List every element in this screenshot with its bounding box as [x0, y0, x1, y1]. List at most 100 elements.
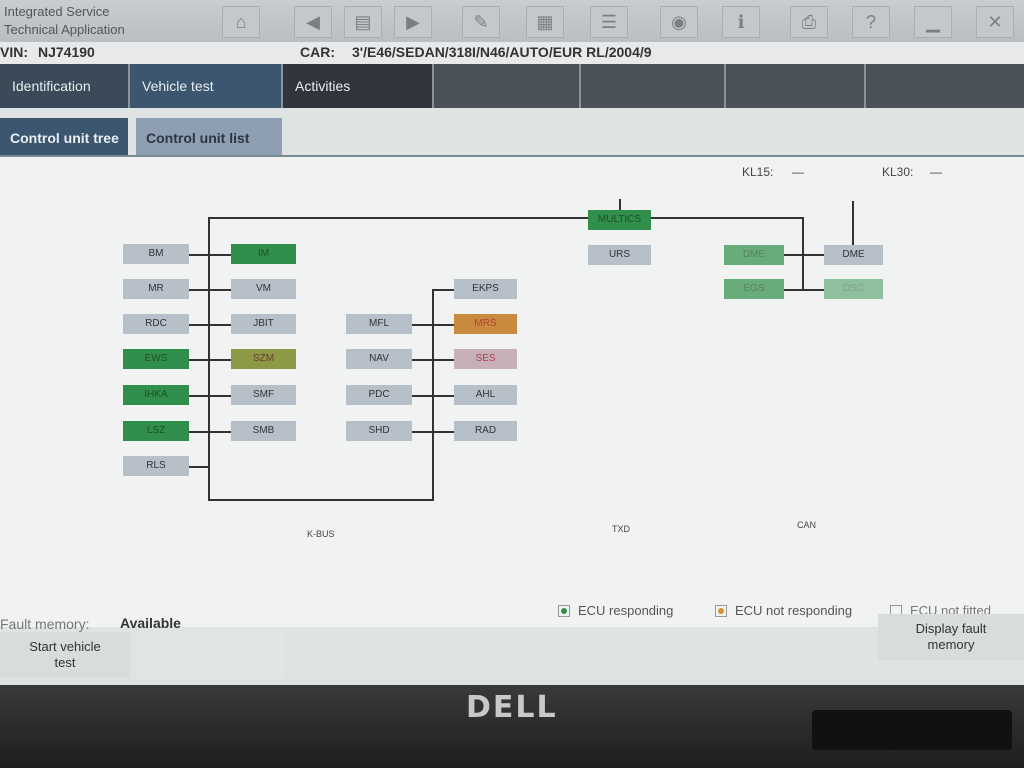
ecu-multics[interactable]: MULTICS	[588, 210, 651, 230]
ecu-vm[interactable]: VM	[231, 279, 296, 299]
fault-memory-value: Available	[120, 615, 181, 631]
ecu-shd[interactable]: SHD	[346, 421, 412, 441]
fault-memory-label: Fault memory:	[0, 616, 90, 632]
vin-label: VIN:	[0, 44, 28, 60]
close-icon[interactable]: ✕	[976, 6, 1014, 38]
ecu-dsc[interactable]: DSC	[824, 279, 883, 299]
kl30-value: —	[930, 165, 942, 179]
print-icon[interactable]: ⎙	[790, 6, 828, 38]
tab-empty-3[interactable]	[726, 64, 866, 108]
stub-ses	[433, 359, 454, 361]
display-fault-memory-line1: Display fault	[915, 621, 987, 636]
tab-identification[interactable]: Identification	[0, 64, 130, 108]
car-label: CAR:	[300, 44, 335, 60]
stub-nav	[412, 359, 433, 361]
ecu-dme-a[interactable]: DME	[724, 245, 784, 265]
ecu-jbit[interactable]: JBIT	[231, 314, 296, 334]
vehicle-info-bar: VIN: NJ74190 CAR: 3'/E46/SEDAN/318I/N46/…	[0, 42, 1024, 64]
ecu-ses[interactable]: SES	[454, 349, 517, 369]
stub-mr	[189, 289, 209, 291]
stub-jbit	[209, 324, 231, 326]
ecu-rad[interactable]: RAD	[454, 421, 517, 441]
app-title-line1: Integrated Service	[4, 4, 110, 19]
stub-rls	[189, 466, 209, 468]
stub-ews	[189, 359, 209, 361]
ecu-im[interactable]: IM	[231, 244, 296, 264]
main-nav: Identification Vehicle test Activities	[0, 64, 1024, 108]
ista-screen: Integrated Service Technical Application…	[0, 0, 1024, 685]
kl15-value: —	[792, 165, 804, 179]
title-toolbar: Integrated Service Technical Application…	[0, 0, 1024, 42]
txd-stub	[619, 199, 621, 217]
stub-pdc	[412, 395, 433, 397]
ecu-ihka[interactable]: IHKA	[123, 385, 189, 405]
measure-icon[interactable]: ◉	[660, 6, 698, 38]
ecu-dme-b[interactable]: DME	[824, 245, 883, 265]
tab-vehicle-test[interactable]: Vehicle test	[130, 64, 283, 108]
ecu-mfl[interactable]: MFL	[346, 314, 412, 334]
ecu-ekps[interactable]: EKPS	[454, 279, 517, 299]
legend-not-responding: ECU not responding	[715, 603, 852, 618]
ecu-smb[interactable]: SMB	[231, 421, 296, 441]
ecu-urs[interactable]: URS	[588, 245, 651, 265]
sub-nav: Control unit tree Control unit list	[0, 108, 1024, 158]
stub-rdc	[189, 324, 209, 326]
help-icon[interactable]: ?	[852, 6, 890, 38]
ecu-szm[interactable]: SZM	[231, 349, 296, 369]
disabled-action-button[interactable]	[138, 632, 284, 678]
kbus-line-top	[208, 217, 802, 219]
tab-empty-4[interactable]	[866, 64, 1024, 108]
ecu-bm[interactable]: BM	[123, 244, 189, 264]
ecu-pdc[interactable]: PDC	[346, 385, 412, 405]
home-icon[interactable]: ⌂	[222, 6, 260, 38]
tab-control-unit-tree[interactable]: Control unit tree	[0, 118, 128, 158]
stub-lsz	[189, 431, 209, 433]
stub-shd	[412, 431, 433, 433]
legend-responding: ECU responding	[558, 603, 673, 618]
list-icon[interactable]: ☰	[590, 6, 628, 38]
start-vehicle-test-button[interactable]: Start vehicle test	[0, 632, 130, 678]
tab-activities[interactable]: Activities	[283, 64, 434, 108]
stub-mfl	[412, 324, 433, 326]
kbus-label: K-BUS	[307, 529, 335, 539]
ecu-egs[interactable]: EGS	[724, 279, 784, 299]
start-vehicle-test-line1: Start vehicle	[29, 639, 101, 654]
stub-im	[209, 254, 231, 256]
tab-empty-1[interactable]	[434, 64, 581, 108]
history-icon[interactable]: ▤	[344, 6, 382, 38]
stub-ihka	[189, 395, 209, 397]
can-stub-2	[784, 289, 824, 291]
kbus-line-bottom	[208, 499, 434, 501]
stub-smb	[209, 431, 231, 433]
tab-empty-2[interactable]	[581, 64, 726, 108]
ecu-mrs[interactable]: MRS	[454, 314, 517, 334]
info-icon[interactable]: ℹ	[722, 6, 760, 38]
ecu-ews[interactable]: EWS	[123, 349, 189, 369]
ecu-smf[interactable]: SMF	[231, 385, 296, 405]
ecu-nav[interactable]: NAV	[346, 349, 412, 369]
can-stub-1	[784, 254, 824, 256]
ecu-ahl[interactable]: AHL	[454, 385, 517, 405]
power-button[interactable]	[812, 710, 1012, 750]
display-fault-memory-button[interactable]: Display fault memory	[878, 614, 1024, 660]
legend-responding-icon	[558, 604, 570, 617]
kl30-label: KL30:	[882, 165, 914, 179]
wrench-icon[interactable]: ✎	[462, 6, 500, 38]
legend-responding-label: ECU responding	[578, 603, 674, 618]
control-unit-tree-panel: KL15: — KL30: — BM MR RDC EWS IHKA LSZ R…	[0, 155, 1024, 627]
ecu-rdc[interactable]: RDC	[123, 314, 189, 334]
ecu-lsz[interactable]: LSZ	[123, 421, 189, 441]
ecu-rls[interactable]: RLS	[123, 456, 189, 476]
dell-logo: DELL	[466, 690, 558, 725]
txd-label: TXD	[612, 524, 630, 534]
minimize-icon[interactable]: ▁	[914, 6, 952, 38]
workshop-icon[interactable]: ▦	[526, 6, 564, 38]
legend-not-responding-icon	[715, 604, 727, 617]
tab-control-unit-list[interactable]: Control unit list	[136, 118, 282, 158]
can-vertical	[802, 217, 804, 289]
kbus-line-right-top	[432, 289, 454, 291]
ecu-mr[interactable]: MR	[123, 279, 189, 299]
display-fault-memory-line2: memory	[927, 637, 975, 652]
forward-icon[interactable]: ▶	[394, 6, 432, 38]
back-icon[interactable]: ◀	[294, 6, 332, 38]
